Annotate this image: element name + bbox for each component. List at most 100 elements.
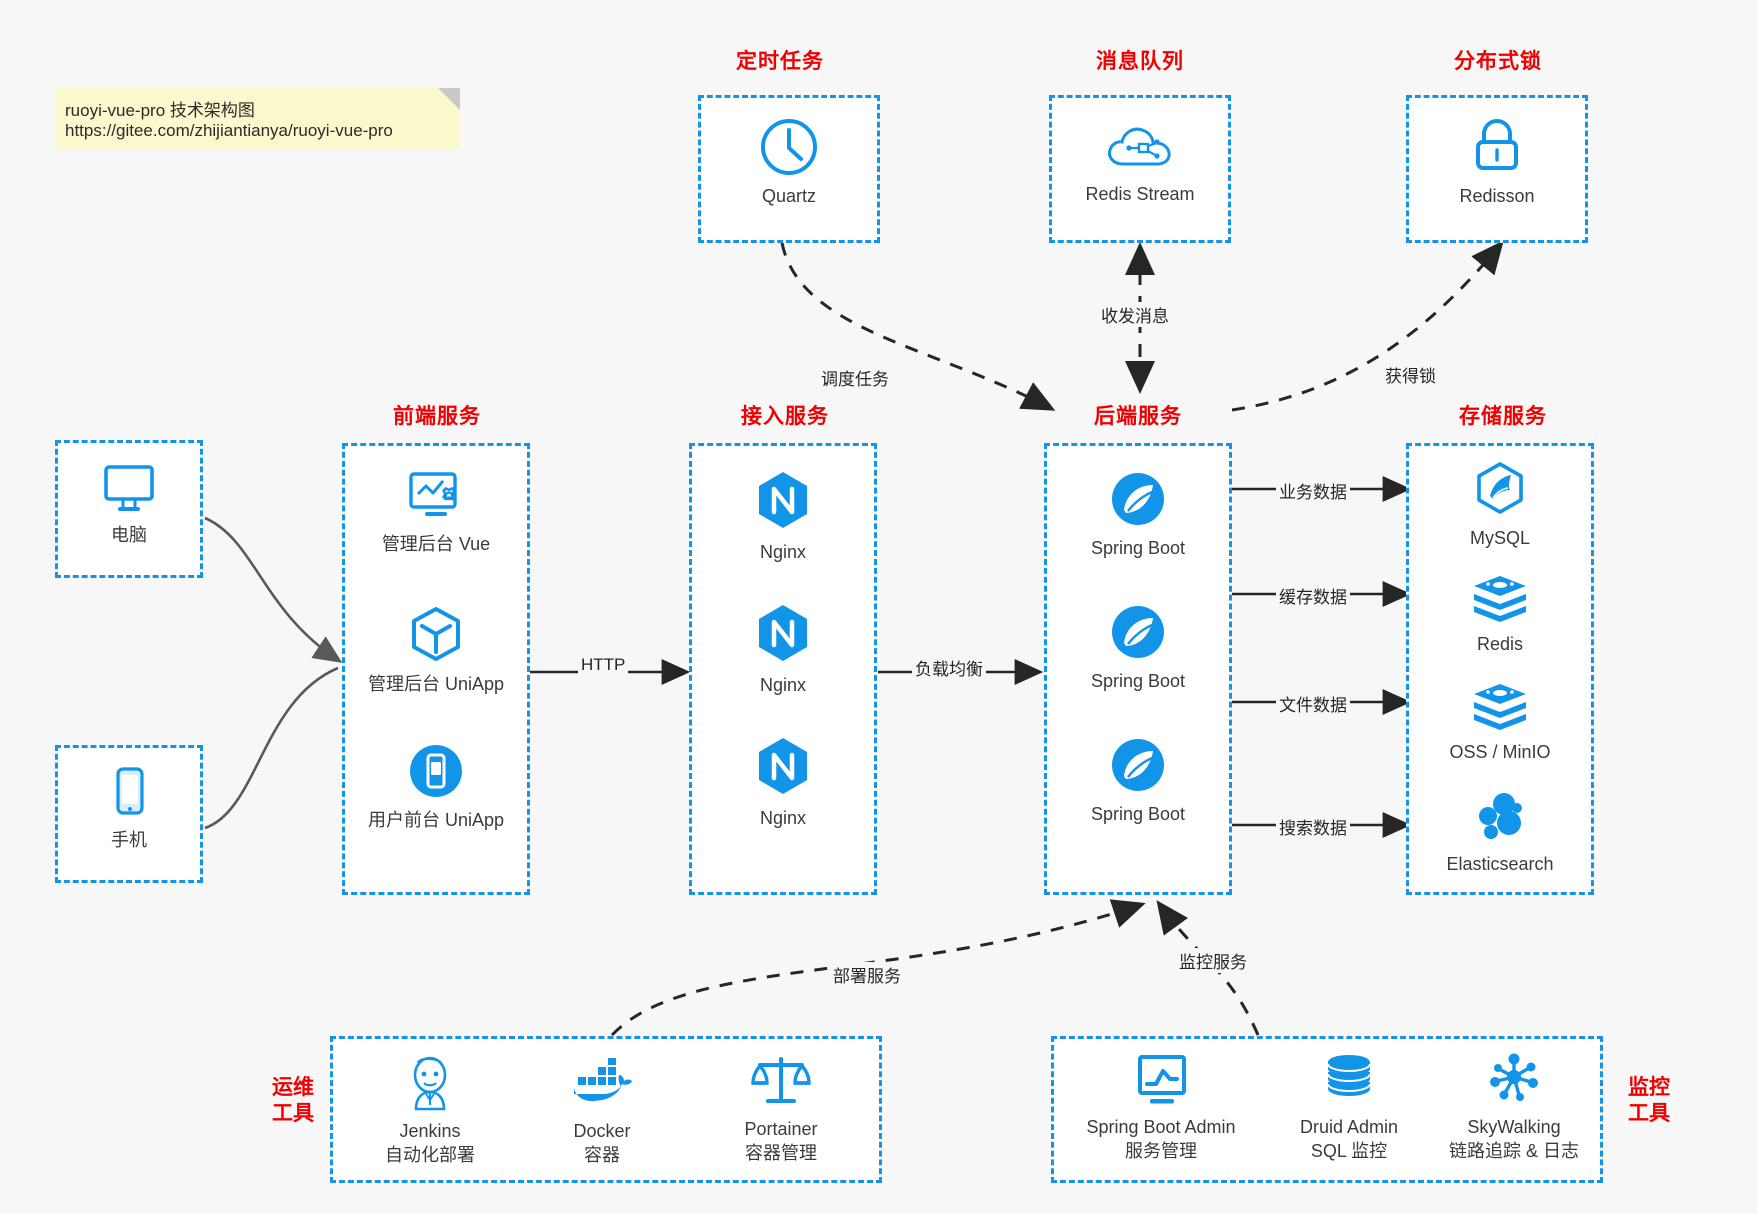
node-label: 电脑 <box>111 525 147 545</box>
node-label: Spring Boot <box>1090 804 1186 824</box>
clock-icon <box>761 119 817 175</box>
group-client-desktop[interactable]: 电脑 <box>55 440 203 578</box>
node-label: Nginx <box>759 675 807 695</box>
nginx-icon <box>759 605 807 661</box>
node-sublabel: 容器管理 <box>745 1143 817 1164</box>
node-mysql[interactable]: MySQL <box>1409 460 1591 550</box>
monitor-chart-icon <box>1138 1055 1186 1104</box>
node-redisson[interactable]: Redisson <box>1409 116 1585 208</box>
node-desktop[interactable]: 电脑 <box>58 459 200 547</box>
node-admin-vue[interactable]: 管理后台 Vue <box>345 468 527 556</box>
group-title-gateway: 接入服务 <box>741 405 829 428</box>
node-label: 用户前台 UniApp <box>367 810 505 830</box>
group-storage[interactable]: MySQL Redis OSS / MinIO <box>1406 443 1594 895</box>
redis-stack-icon <box>1474 576 1526 622</box>
elasticsearch-icon <box>1479 793 1522 839</box>
nginx-icon <box>759 738 807 794</box>
node-user-uniapp[interactable]: 用户前台 UniApp <box>345 740 527 832</box>
edge-label-cache-data: 缓存数据 <box>1276 583 1350 608</box>
group-monitor[interactable]: Spring Boot Admin 服务管理 Druid Admin <box>1051 1036 1603 1183</box>
monitor-title-line2: 工具 <box>1628 1102 1670 1126</box>
node-spring-boot-1[interactable]: Spring Boot <box>1047 468 1229 560</box>
mobile-phone-icon <box>116 767 144 815</box>
group-client-mobile[interactable]: 手机 <box>55 745 203 883</box>
sticky-note: ruoyi-vue-pro 技术架构图 https://gitee.com/zh… <box>56 88 460 150</box>
node-skywalking[interactable]: SkyWalking 链路追踪 & 日志 <box>1424 1051 1604 1164</box>
note-line-title: ruoyi-vue-pro 技术架构图 <box>65 101 255 120</box>
group-mq[interactable]: Redis Stream <box>1049 95 1231 243</box>
edge-label-schedule-task: 调度任务 <box>818 365 892 390</box>
group-title-frontend: 前端服务 <box>393 405 481 428</box>
node-spring-boot-3[interactable]: Spring Boot <box>1047 734 1229 826</box>
nginx-icon <box>759 472 807 528</box>
devops-title-line1: 运维 <box>272 1076 314 1099</box>
note-line-url: https://gitee.com/zhijiantianya/ruoyi-vu… <box>65 121 393 140</box>
group-title-devops: 运维 工具 <box>258 1075 328 1128</box>
group-backend[interactable]: Spring Boot Spring Boot Spring Boot <box>1044 443 1232 895</box>
node-redis-stream[interactable]: Redis Stream <box>1052 120 1228 206</box>
monitor-title-line1: 监控 <box>1628 1076 1670 1099</box>
node-nginx-3[interactable]: Nginx <box>692 734 874 830</box>
group-lock[interactable]: Redisson <box>1406 95 1588 243</box>
node-sublabel: 自动化部署 <box>385 1145 475 1166</box>
node-label: Redis <box>1476 634 1524 654</box>
node-nginx-2[interactable]: Nginx <box>692 601 874 697</box>
database-cylinder-icon <box>1327 1055 1371 1096</box>
spring-leaf-icon <box>1112 473 1164 525</box>
node-label: 管理后台 UniApp <box>367 674 505 694</box>
docker-whale-icon <box>574 1058 632 1101</box>
node-spring-boot-2[interactable]: Spring Boot <box>1047 601 1229 693</box>
node-mobile[interactable]: 手机 <box>58 764 200 852</box>
node-jenkins[interactable]: Jenkins 自动化部署 <box>349 1053 511 1168</box>
node-quartz[interactable]: Quartz <box>701 116 877 208</box>
group-gateway[interactable]: Nginx Nginx Nginx <box>689 443 877 895</box>
node-elasticsearch[interactable]: Elasticsearch <box>1409 790 1591 876</box>
node-label: 手机 <box>111 830 147 850</box>
edge-label-send-receive-message: 收发消息 <box>1098 302 1172 327</box>
scales-icon <box>751 1057 811 1103</box>
node-redis[interactable]: Redis <box>1409 572 1591 656</box>
devops-title-line2: 工具 <box>272 1102 314 1126</box>
node-nginx-1[interactable]: Nginx <box>692 468 874 564</box>
oss-stack-icon <box>1474 684 1526 730</box>
node-label: 管理后台 Vue <box>381 534 491 554</box>
group-title-scheduler: 定时任务 <box>736 50 824 73</box>
dashboard-gear-icon <box>409 472 457 516</box>
padlock-icon <box>1476 119 1518 170</box>
node-druid-admin[interactable]: Druid Admin SQL 监控 <box>1264 1051 1434 1164</box>
desktop-monitor-icon <box>104 465 154 511</box>
group-title-mq: 消息队列 <box>1096 50 1184 73</box>
spring-leaf-icon <box>1112 606 1164 658</box>
node-docker[interactable]: Docker 容器 <box>521 1053 683 1168</box>
group-devops[interactable]: Jenkins 自动化部署 Docker 容器 <box>330 1036 882 1183</box>
phone-circle-icon <box>410 745 462 797</box>
node-label: Nginx <box>759 808 807 828</box>
node-label: Redisson <box>1459 186 1535 206</box>
mysql-dolphin-icon <box>1477 462 1523 514</box>
group-title-backend: 后端服务 <box>1094 405 1182 428</box>
cloud-nodes-icon <box>1108 127 1171 166</box>
edge-label-deploy-service: 部署服务 <box>830 962 904 987</box>
node-label: Portainer <box>744 1119 818 1139</box>
edge-label-load-balance: 负载均衡 <box>912 655 986 680</box>
edge-label-business-data: 业务数据 <box>1276 478 1350 503</box>
group-scheduler[interactable]: Quartz <box>698 95 880 243</box>
skywalking-node-icon <box>1490 1053 1538 1101</box>
edge-label-acquire-lock: 获得锁 <box>1382 362 1439 387</box>
group-title-lock: 分布式锁 <box>1454 50 1542 73</box>
node-spring-boot-admin[interactable]: Spring Boot Admin 服务管理 <box>1060 1051 1262 1164</box>
node-sublabel: 链路追踪 & 日志 <box>1448 1141 1579 1162</box>
group-title-monitor: 监控 工具 <box>1614 1075 1684 1128</box>
node-label: Elasticsearch <box>1446 854 1554 874</box>
node-label: Nginx <box>759 542 807 562</box>
node-sublabel: 服务管理 <box>1125 1141 1197 1162</box>
node-oss-minio[interactable]: OSS / MinIO <box>1409 680 1591 764</box>
node-admin-uniapp[interactable]: 管理后台 UniApp <box>345 604 527 696</box>
jenkins-butler-icon <box>413 1056 447 1111</box>
edge-label-monitor-service: 监控服务 <box>1176 948 1250 973</box>
node-label: Spring Boot <box>1090 538 1186 558</box>
group-frontend[interactable]: 管理后台 Vue 管理后台 UniApp 用户前台 UniApp <box>342 443 530 895</box>
spring-leaf-icon <box>1112 739 1164 791</box>
node-portainer[interactable]: Portainer 容器管理 <box>691 1051 871 1166</box>
